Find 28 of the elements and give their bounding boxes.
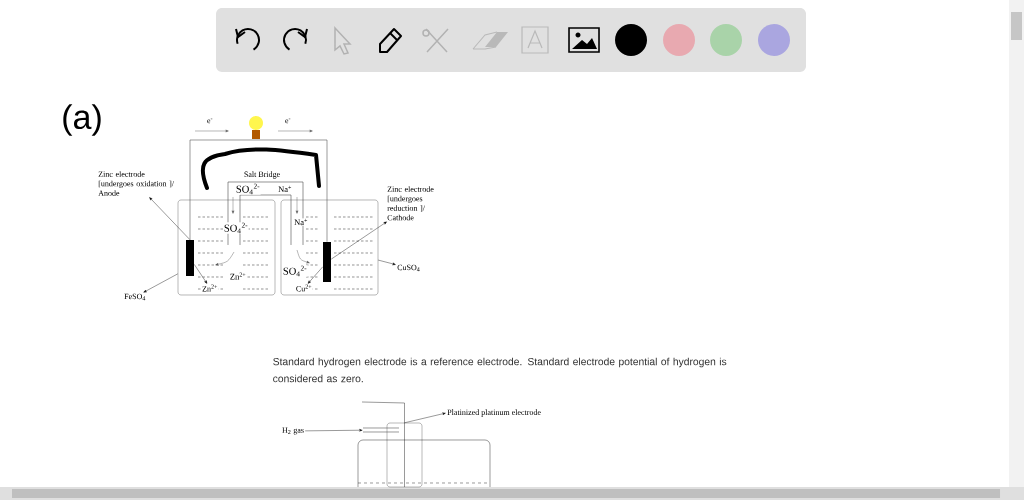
callout-text: H$_{2}$ gas: [282, 427, 304, 435]
ion-label: Na$^{+}$: [277, 185, 293, 193]
electrode-bar: [323, 242, 331, 282]
arrow: [305, 429, 363, 432]
paragraph: Standard hydrogen electrode is a reference electrode. Standard electrode potential of hydrogen is considered as zero.: [273, 357, 727, 383]
callout-text: Zinc electrode [undergoes oxidation ]/ Anode: [98, 171, 175, 196]
arrow: [194, 264, 208, 284]
callout-text: CuSO$_{4}$: [397, 264, 420, 272]
arrow: [143, 273, 178, 293]
callout-text: Platinized platinum electrode: [447, 409, 541, 417]
electrode-tube: [386, 422, 423, 488]
callout-text: Zinc electrode [undergoes reduction ]/ Cathode: [387, 186, 434, 221]
callout-text: Cu$^{2+}$: [295, 284, 313, 292]
ion-label: Zn$^{2+}$: [229, 272, 247, 280]
electron-label: e$^{-}$: [285, 118, 291, 124]
ion-label: Na$^{+}$: [293, 218, 309, 226]
arrow: [149, 197, 191, 240]
arrow: [307, 266, 323, 284]
handwritten-label: (a): [63, 104, 101, 136]
arrow: [378, 259, 396, 266]
wire: [189, 139, 328, 243]
electrode-bar: [186, 240, 194, 276]
arrow: [404, 412, 446, 423]
callout-text: FeSO$_{4}$: [124, 293, 146, 301]
arrow: [331, 221, 387, 260]
electron-label: e$^{-}$: [207, 118, 213, 124]
callout-text: Zn$^{2+}$: [201, 284, 219, 292]
gas-inlet-tube: [362, 427, 400, 433]
